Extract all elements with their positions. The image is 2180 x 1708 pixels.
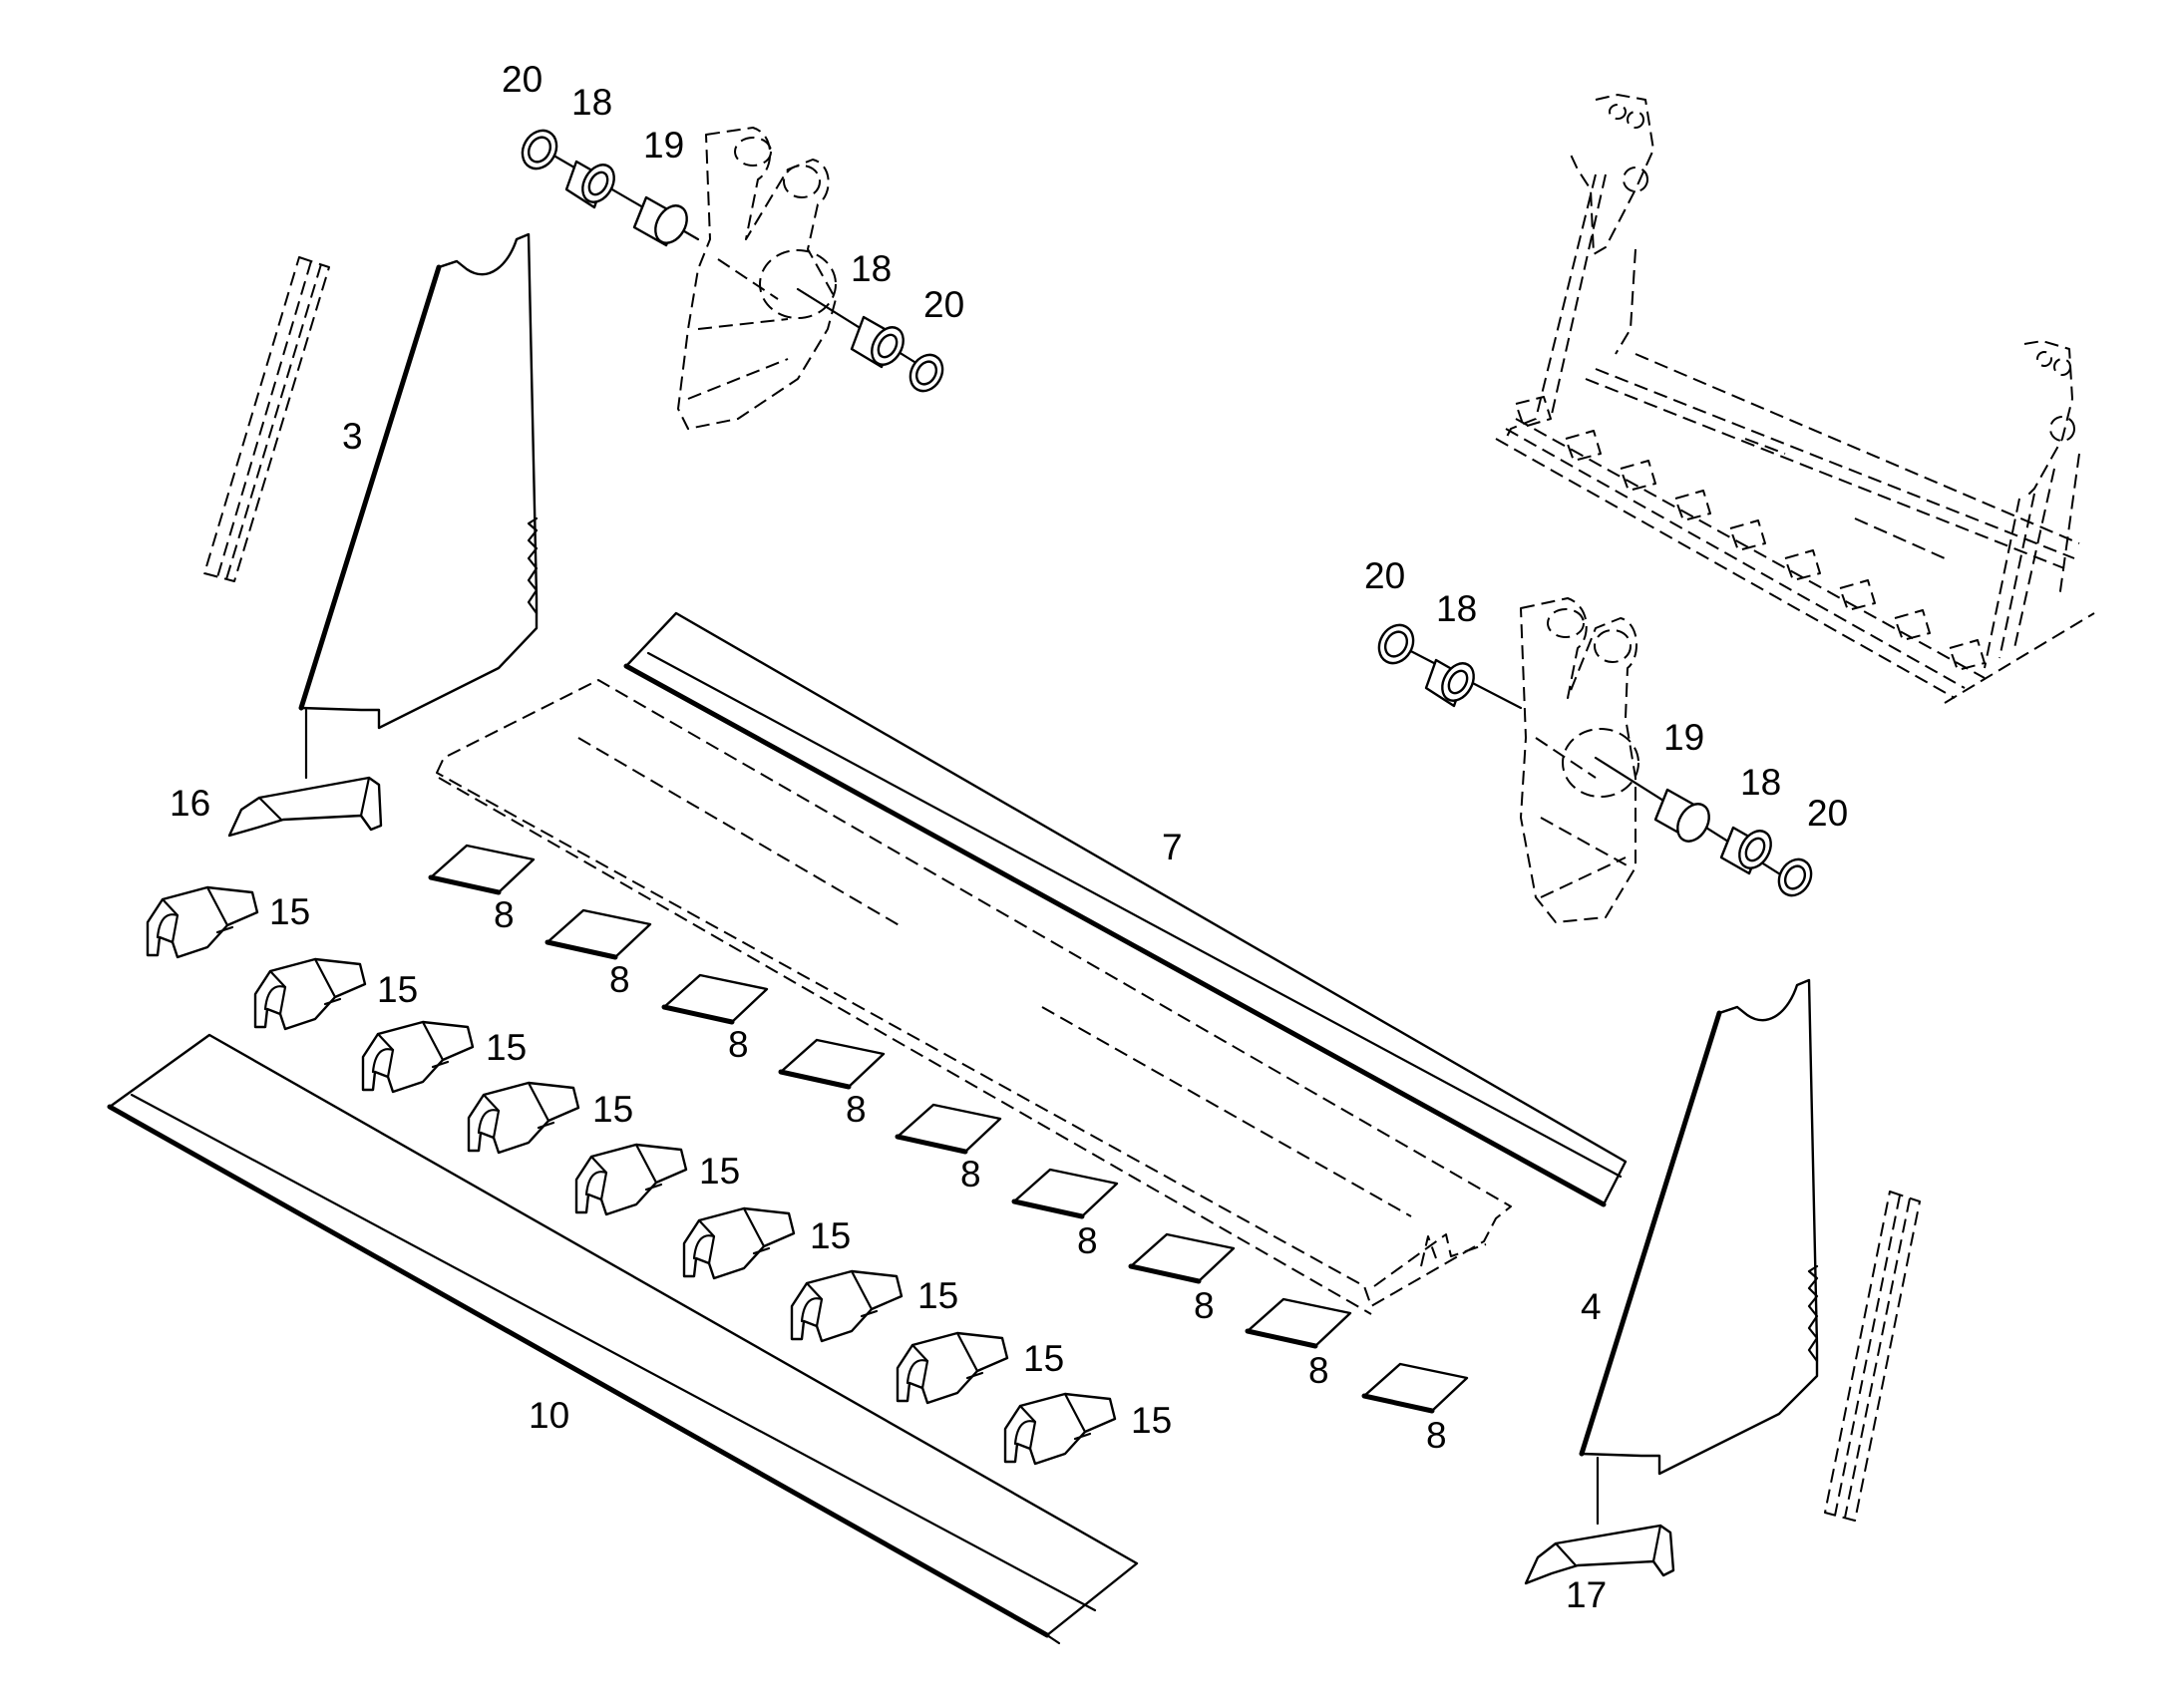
upper-cutting-blade [623, 611, 1628, 1207]
right-hinge-bracket [1520, 597, 1639, 923]
callout-16: 16 [170, 783, 210, 824]
wear-plates [428, 844, 1469, 1414]
left-hinge-bracket [677, 127, 837, 430]
callout-8: 8 [1077, 1220, 1098, 1261]
callout-20: 20 [923, 284, 964, 325]
callout-8: 8 [609, 959, 630, 1000]
callout-15: 15 [377, 969, 418, 1010]
callout-8: 8 [1308, 1350, 1329, 1391]
callout-19: 19 [1663, 717, 1704, 758]
callout-15: 15 [592, 1089, 633, 1130]
callout-labels: 20 18 19 18 20 3 16 20 18 19 18 20 7 15 … [170, 59, 1848, 1615]
callout-8: 8 [1194, 1285, 1215, 1326]
bucket-floor-plate [436, 679, 1512, 1315]
callout-15: 15 [917, 1275, 958, 1316]
left-bushing-stack [521, 129, 944, 393]
callout-18: 18 [1436, 588, 1477, 629]
right-bushing-stack [1377, 623, 1813, 897]
callout-3: 3 [342, 416, 363, 457]
callout-18: 18 [851, 248, 892, 289]
callout-10: 10 [529, 1395, 569, 1436]
callout-15: 15 [810, 1215, 851, 1256]
callout-8: 8 [728, 1024, 749, 1065]
callout-4: 4 [1581, 1286, 1602, 1327]
right-side-plate [1579, 978, 1819, 1526]
callout-7: 7 [1162, 827, 1183, 867]
callout-8: 8 [846, 1089, 867, 1130]
callout-15: 15 [699, 1151, 740, 1192]
callout-18: 18 [571, 82, 612, 123]
callout-15: 15 [1023, 1338, 1064, 1379]
callout-20: 20 [502, 59, 543, 100]
callout-15: 15 [486, 1027, 527, 1068]
callout-8: 8 [1426, 1415, 1447, 1456]
callout-18: 18 [1740, 762, 1781, 803]
left-side-plate [298, 232, 539, 780]
callout-17: 17 [1566, 1574, 1607, 1615]
assembled-bucket-reference [1495, 94, 2095, 704]
lower-cutting-blade [107, 1033, 1139, 1645]
callout-15: 15 [269, 891, 310, 932]
bucket-teeth [146, 885, 1117, 1466]
right-corner-piece [1524, 1524, 1675, 1585]
callout-8: 8 [494, 894, 515, 935]
callout-19: 19 [643, 125, 684, 166]
callout-8: 8 [960, 1154, 981, 1195]
right-wear-strip [1824, 1191, 1921, 1522]
left-corner-piece [227, 776, 383, 838]
left-wear-strip [203, 256, 330, 582]
callout-15: 15 [1131, 1400, 1172, 1441]
callout-20: 20 [1364, 555, 1405, 596]
callout-20: 20 [1807, 793, 1848, 834]
